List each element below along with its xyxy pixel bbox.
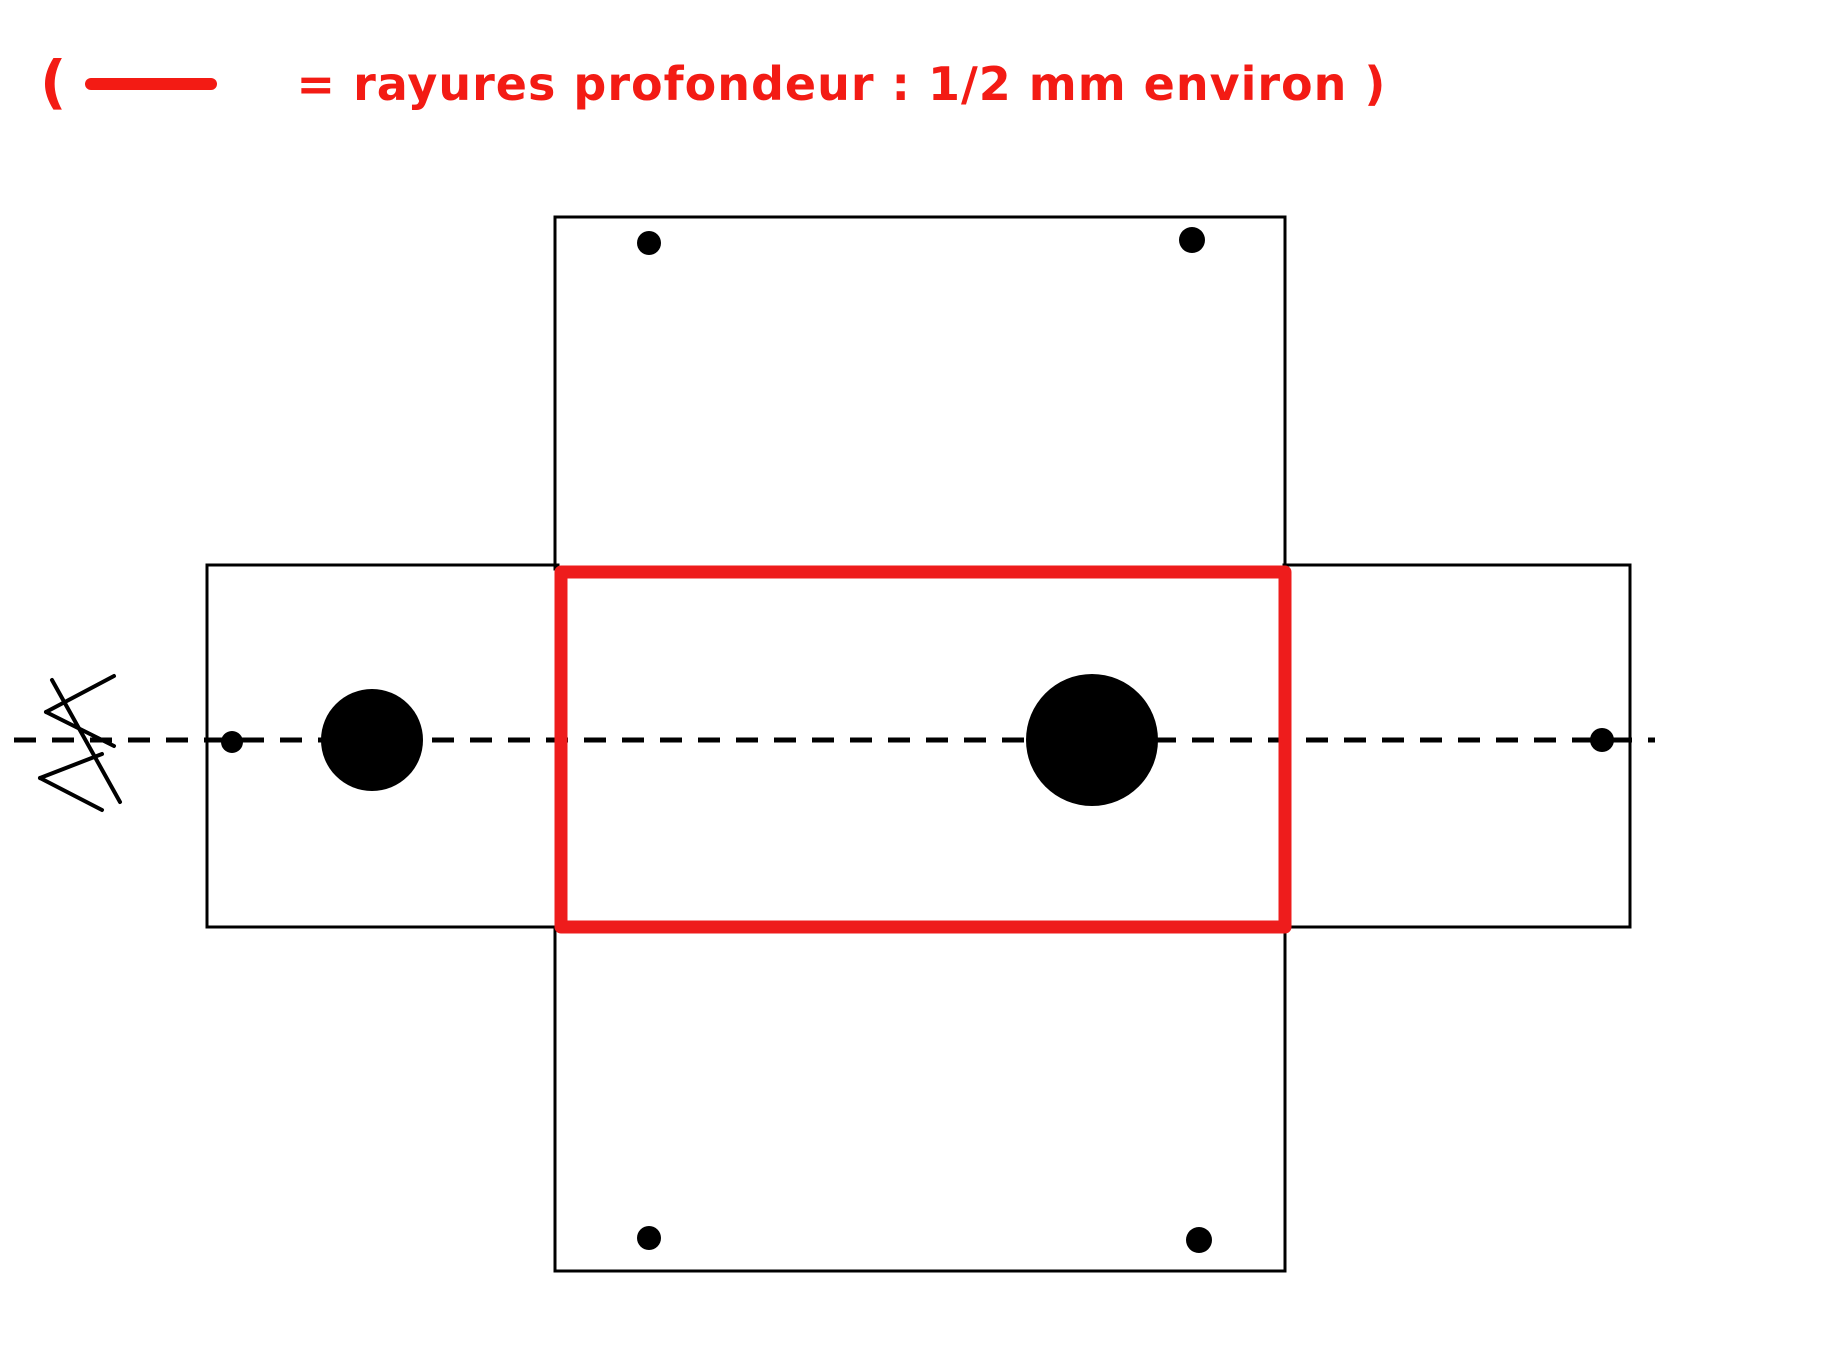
left-medium-hole: [321, 689, 423, 791]
bottom-panel: [553, 925, 1287, 1273]
top-panel-left-dot: [637, 231, 661, 255]
bottom-panel-right-dot: [1186, 1227, 1212, 1253]
bottom-panel-left-dot: [637, 1226, 661, 1250]
right-panel: [1282, 563, 1632, 929]
scratched-panel: [554, 565, 1292, 934]
top-panel: [553, 215, 1287, 571]
left-small-hole: [221, 731, 243, 753]
reference-mark-icon: [50, 678, 122, 804]
reference-mark-icon: [44, 674, 116, 714]
legend-line-sample-icon: [84, 78, 217, 90]
center-large-hole: [1026, 674, 1158, 806]
legend-text: = rayures profondeur : 1/2 mm environ ): [296, 57, 1387, 111]
right-small-hole: [1590, 728, 1614, 752]
reference-mark-icon: [38, 752, 104, 780]
legend-open-paren: (: [40, 48, 67, 116]
top-panel-right-dot: [1179, 227, 1205, 253]
reference-mark-icon: [38, 776, 104, 812]
legend: ( = rayures profondeur : 1/2 mm environ …: [40, 48, 1387, 116]
